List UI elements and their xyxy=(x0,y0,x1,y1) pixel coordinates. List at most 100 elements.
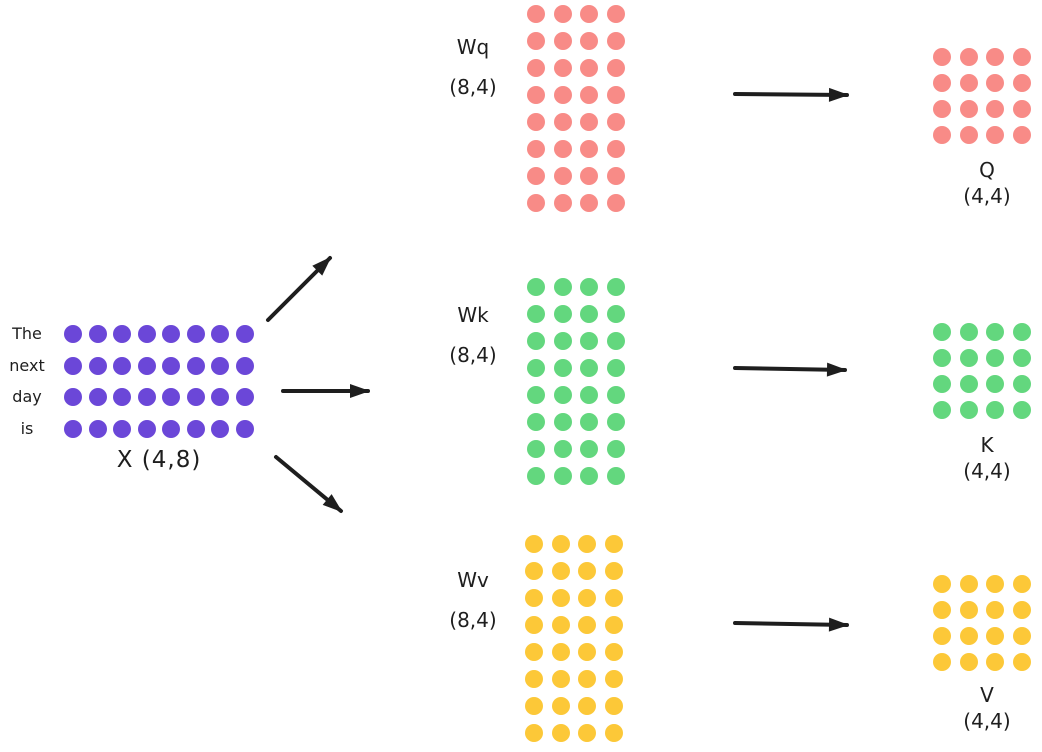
matrix-dot xyxy=(527,194,545,212)
matrix-dot xyxy=(551,697,570,715)
matrix-dot xyxy=(606,86,625,104)
matrix-dot xyxy=(604,562,623,580)
matrix-q-label: Q (4,4) xyxy=(942,158,1032,208)
matrix-dot xyxy=(986,627,1004,645)
matrix-dot xyxy=(553,332,572,350)
matrix-dot xyxy=(986,100,1004,118)
matrix-dot xyxy=(606,359,625,377)
matrix-dot xyxy=(578,616,596,634)
arrow-wk-to-k xyxy=(733,362,847,377)
matrix-dot xyxy=(553,278,572,296)
matrix-dot xyxy=(604,616,623,634)
matrix-wv-shape: (8,4) xyxy=(449,608,497,632)
matrix-dot xyxy=(527,413,545,431)
matrix-dot xyxy=(527,86,545,104)
matrix-dot xyxy=(1012,575,1031,593)
token-column: The next day is xyxy=(0,325,54,438)
matrix-wq-name: Wq xyxy=(456,35,490,59)
matrix-dot xyxy=(959,653,978,671)
matrix-v-label: V (4,4) xyxy=(942,683,1032,733)
matrix-dot xyxy=(580,140,598,158)
matrix-dot xyxy=(525,643,543,661)
matrix-dot xyxy=(578,643,596,661)
matrix-dot xyxy=(959,74,978,92)
matrix-dot xyxy=(606,140,625,158)
matrix-dot xyxy=(553,194,572,212)
matrix-dot xyxy=(527,305,545,323)
matrix-dot xyxy=(1012,401,1031,419)
matrix-dot xyxy=(235,325,254,343)
matrix-dot xyxy=(1012,126,1031,144)
token-label: The xyxy=(12,324,42,343)
matrix-dot xyxy=(933,601,951,619)
matrix-wv-label: Wv (8,4) xyxy=(428,567,518,633)
matrix-dot xyxy=(606,32,625,50)
matrix-dot xyxy=(578,724,596,742)
matrix-wv xyxy=(525,535,623,742)
matrix-dot xyxy=(211,356,229,375)
matrix-dot xyxy=(580,359,598,377)
matrix-dot xyxy=(525,697,543,715)
matrix-dot xyxy=(525,535,543,553)
matrix-dot xyxy=(553,167,572,185)
matrix-dot xyxy=(186,419,205,438)
matrix-k xyxy=(933,323,1031,419)
matrix-dot xyxy=(604,670,623,688)
matrix-dot xyxy=(580,332,598,350)
matrix-dot xyxy=(986,575,1004,593)
matrix-dot xyxy=(527,386,545,404)
matrix-dot xyxy=(88,356,107,375)
matrix-dot xyxy=(986,74,1004,92)
matrix-dot xyxy=(553,386,572,404)
matrix-dot xyxy=(580,32,598,50)
matrix-dot xyxy=(578,535,596,553)
matrix-k-name: K xyxy=(980,433,994,457)
matrix-dot xyxy=(235,356,254,375)
matrix-dot xyxy=(64,356,82,375)
matrix-dot xyxy=(604,643,623,661)
matrix-dot xyxy=(527,332,545,350)
matrix-dot xyxy=(553,413,572,431)
matrix-dot xyxy=(553,86,572,104)
arrow-wq-to-q xyxy=(733,87,849,102)
matrix-dot xyxy=(933,48,951,66)
matrix-dot xyxy=(553,113,572,131)
matrix-dot xyxy=(959,575,978,593)
matrix-dot xyxy=(580,305,598,323)
matrix-dot xyxy=(162,419,180,438)
matrix-dot xyxy=(580,86,598,104)
matrix-wk-name: Wk xyxy=(457,303,489,327)
matrix-dot xyxy=(606,113,625,131)
matrix-dot xyxy=(551,724,570,742)
matrix-dot xyxy=(606,194,625,212)
matrix-dot xyxy=(553,59,572,77)
matrix-dot xyxy=(986,48,1004,66)
matrix-dot xyxy=(606,413,625,431)
matrix-dot xyxy=(527,359,545,377)
matrix-dot xyxy=(113,356,131,375)
matrix-dot xyxy=(578,697,596,715)
matrix-dot xyxy=(551,535,570,553)
matrix-dot xyxy=(88,388,107,406)
matrix-dot xyxy=(162,325,180,343)
matrix-dot xyxy=(88,419,107,438)
matrix-dot xyxy=(959,126,978,144)
matrix-dot xyxy=(578,589,596,607)
matrix-dot xyxy=(64,419,82,438)
matrix-dot xyxy=(113,419,131,438)
matrix-wq-label: Wq (8,4) xyxy=(428,34,518,100)
matrix-dot xyxy=(606,386,625,404)
matrix-dot xyxy=(113,325,131,343)
matrix-dot xyxy=(64,325,82,343)
matrix-dot xyxy=(113,388,131,406)
matrix-dot xyxy=(527,59,545,77)
matrix-dot xyxy=(525,616,543,634)
matrix-q-name: Q xyxy=(979,158,995,182)
matrix-wk-label: Wk (8,4) xyxy=(428,302,518,368)
matrix-dot xyxy=(553,359,572,377)
matrix-dot xyxy=(211,419,229,438)
matrix-dot xyxy=(186,325,205,343)
matrix-wv-name: Wv xyxy=(457,568,489,592)
matrix-dot xyxy=(933,74,951,92)
